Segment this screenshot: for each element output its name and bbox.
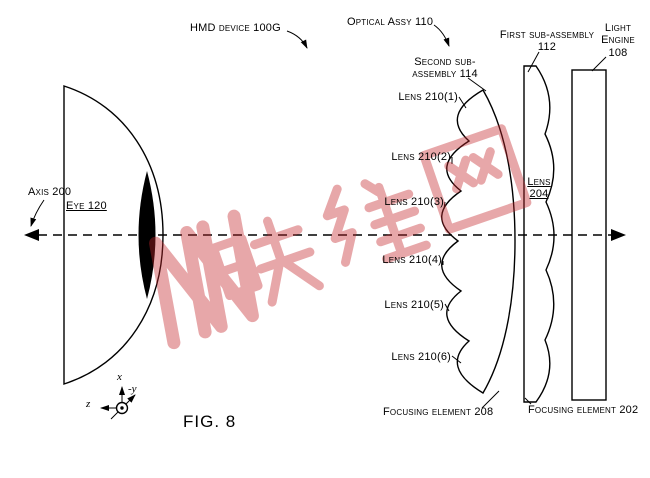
watermark xyxy=(149,124,532,350)
light-engine-label-line3: 108 xyxy=(608,46,628,59)
first-sub-assembly-label-line2: 112 xyxy=(537,41,557,54)
figure-caption: FIG. 8 xyxy=(183,412,237,431)
focusing-element-202-label: Focusing element 202 xyxy=(528,404,639,416)
second-sub-assembly-label-line1: Second sub- xyxy=(414,56,476,68)
lens-204-label-line2: 204 xyxy=(529,188,549,201)
watermark-char-2 xyxy=(322,179,431,267)
lens-210-6-label: Lens 210(6) xyxy=(391,351,451,363)
hmd-device-leader xyxy=(286,30,308,49)
first-sub-assembly-shape xyxy=(523,65,555,403)
light-engine-label: Light Engine 108 xyxy=(596,22,640,59)
light-engine-label-line1: Light xyxy=(604,22,632,34)
axis-origin-dot xyxy=(120,406,124,410)
leader-lines xyxy=(30,24,607,409)
optical-axis-arrow-left xyxy=(24,229,39,241)
first-sub-assembly-label: First sub-assembly 112 xyxy=(497,29,597,54)
focusing-208-leader xyxy=(481,390,500,409)
lens-210-2-label: Lens 210(2) xyxy=(391,151,451,163)
watermark-char-3 xyxy=(419,124,532,234)
y-axis-tail xyxy=(110,411,119,420)
lens-210-1-leader xyxy=(458,96,467,109)
axis-200-leader xyxy=(30,199,45,227)
z-axis-label: z xyxy=(86,398,91,410)
lens-210-5-label: Lens 210(5) xyxy=(384,299,444,311)
lens-210-3-leader xyxy=(443,201,446,210)
watermark-char-1 xyxy=(208,216,324,307)
optical-assy-leader xyxy=(433,24,450,47)
y-axis-arrow xyxy=(125,394,136,405)
y-axis-label: -y xyxy=(128,383,137,395)
second-sub-assembly-leader xyxy=(467,77,487,92)
optical-assy-label: Optical Assy 110 xyxy=(347,16,434,28)
lens-204-label-line1: Lens xyxy=(527,176,551,188)
lens-210-4-label: Lens 210(4) xyxy=(382,254,442,266)
lens-210-3-label: Lens 210(3) xyxy=(384,196,444,208)
second-sub-assembly-label: Second sub- assembly 114 xyxy=(400,56,490,81)
eye-120-label: Eye 120 xyxy=(66,200,107,212)
lens-210-5-leader xyxy=(444,303,450,312)
x-axis-label: x xyxy=(117,371,122,383)
light-engine-leader xyxy=(591,56,607,72)
first-sub-assembly-label-line1: First sub-assembly xyxy=(499,29,595,41)
coordinate-axes-icon xyxy=(100,386,136,420)
lens-210-6-leader xyxy=(451,355,462,364)
focusing-202-leader xyxy=(524,397,532,405)
second-sub-assembly-label-line2: assembly 114 xyxy=(412,68,478,81)
lens-204-label: Lens 204 xyxy=(522,176,556,201)
watermark-logo-n xyxy=(149,209,259,350)
hmd-device-label: HMD device 100G xyxy=(190,22,281,34)
light-engine-label-line2: Engine xyxy=(601,34,635,47)
focusing-element-208-label: Focusing element 208 xyxy=(383,406,494,418)
axis-200-label: Axis 200 xyxy=(28,186,72,198)
first-sub-assembly-leader xyxy=(527,51,540,73)
optical-axis-arrow-right xyxy=(611,229,626,241)
lens-210-1-label: Lens 210(1) xyxy=(398,91,458,103)
